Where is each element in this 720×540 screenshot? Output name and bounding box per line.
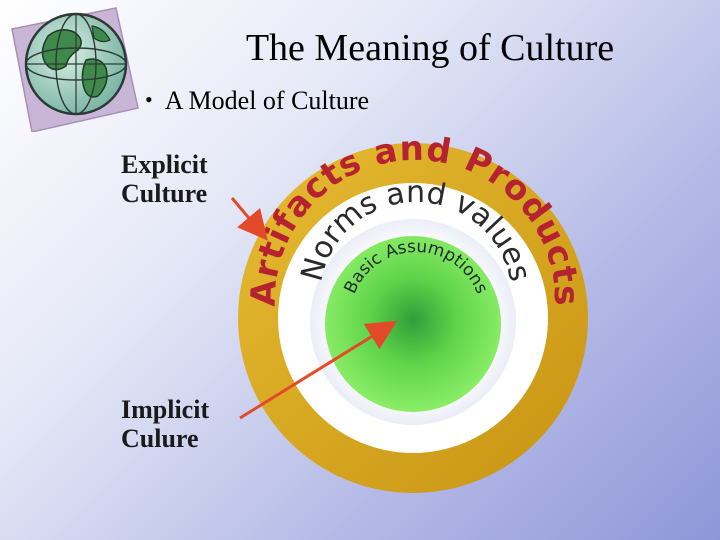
bullet-dot: • — [145, 87, 153, 112]
globe-icon — [11, 7, 139, 132]
implicit-culture-label: Implicit Culure — [121, 395, 209, 453]
explicit-label-line2: Culture — [121, 179, 208, 208]
explicit-culture-label: Explicit Culture — [121, 150, 208, 208]
inner-core — [325, 236, 501, 412]
bullet-text: A Model of Culture — [164, 86, 370, 115]
implicit-label-line1: Implicit — [121, 395, 210, 424]
implicit-arrow — [239, 320, 398, 420]
implicit-label-line2: Culure — [121, 424, 199, 453]
explicit-label-line1: Explicit — [121, 150, 208, 179]
bullet-item: • A Model of Culture — [145, 86, 369, 116]
slide-title: The Meaning of Culture — [245, 27, 615, 69]
explicit-arrow — [230, 197, 268, 241]
